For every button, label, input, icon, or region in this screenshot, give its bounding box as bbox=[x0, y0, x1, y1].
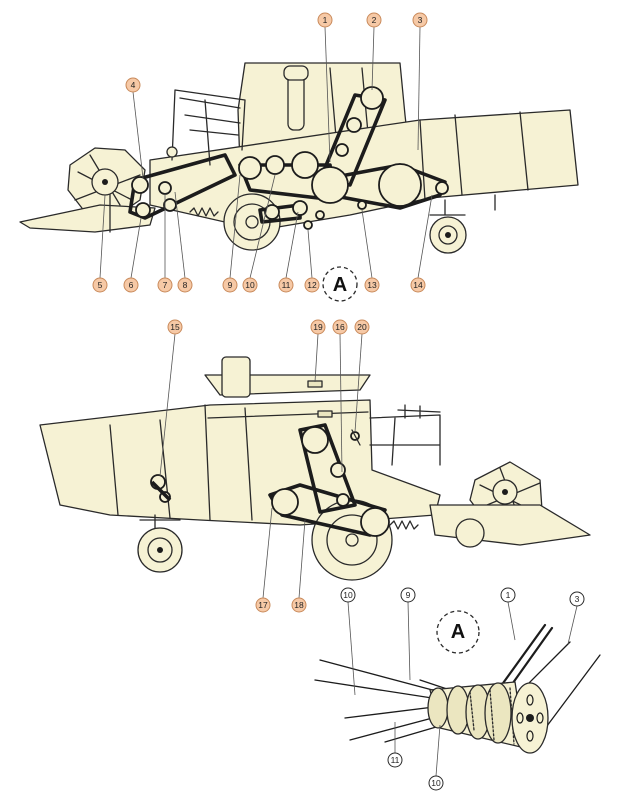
detail-marker-a bbox=[322, 266, 358, 302]
combine-left-side-view: A bbox=[19, 62, 579, 302]
detail-a-marker bbox=[436, 610, 480, 654]
callout-11: 11 bbox=[282, 280, 291, 290]
callout-13: 13 bbox=[367, 280, 377, 290]
callout-badges: 1 2 3 4 5 6 7 8 9 10 11 12 13 14 15 16 1… bbox=[92, 12, 585, 791]
callout-2: 2 bbox=[372, 15, 377, 25]
callout-18: 18 bbox=[294, 600, 304, 610]
combine-right-side-view bbox=[39, 356, 591, 581]
callout-5: 5 bbox=[98, 280, 103, 290]
callout-9: 9 bbox=[228, 280, 233, 290]
detail-callout-1: 1 bbox=[506, 590, 511, 600]
detail-callout-10-bottom: 10 bbox=[431, 778, 441, 788]
callout-20: 20 bbox=[357, 322, 367, 332]
callout-17: 17 bbox=[258, 600, 268, 610]
callout-1: 1 bbox=[323, 15, 328, 25]
detail-callout-10-top: 10 bbox=[343, 590, 353, 600]
detail-marker-label: A bbox=[333, 274, 347, 296]
callout-10: 10 bbox=[245, 280, 255, 290]
callout-19: 19 bbox=[313, 322, 323, 332]
callout-6: 6 bbox=[129, 280, 134, 290]
callout-16: 16 bbox=[335, 322, 345, 332]
callout-12: 12 bbox=[307, 280, 317, 290]
detail-callout-11: 11 bbox=[391, 755, 400, 765]
detail-callout-3: 3 bbox=[575, 594, 580, 604]
callout-7: 7 bbox=[163, 280, 168, 290]
detail-callout-9: 9 bbox=[406, 590, 411, 600]
callout-3: 3 bbox=[418, 15, 423, 25]
callout-leaders bbox=[99, 26, 578, 777]
detail-a-pulley-assembly: A bbox=[314, 610, 601, 754]
callout-14: 14 bbox=[413, 280, 423, 290]
callout-15: 15 bbox=[170, 322, 180, 332]
callout-8: 8 bbox=[183, 280, 188, 290]
detail-a-marker-label: A bbox=[451, 621, 465, 643]
callout-4: 4 bbox=[131, 80, 136, 90]
